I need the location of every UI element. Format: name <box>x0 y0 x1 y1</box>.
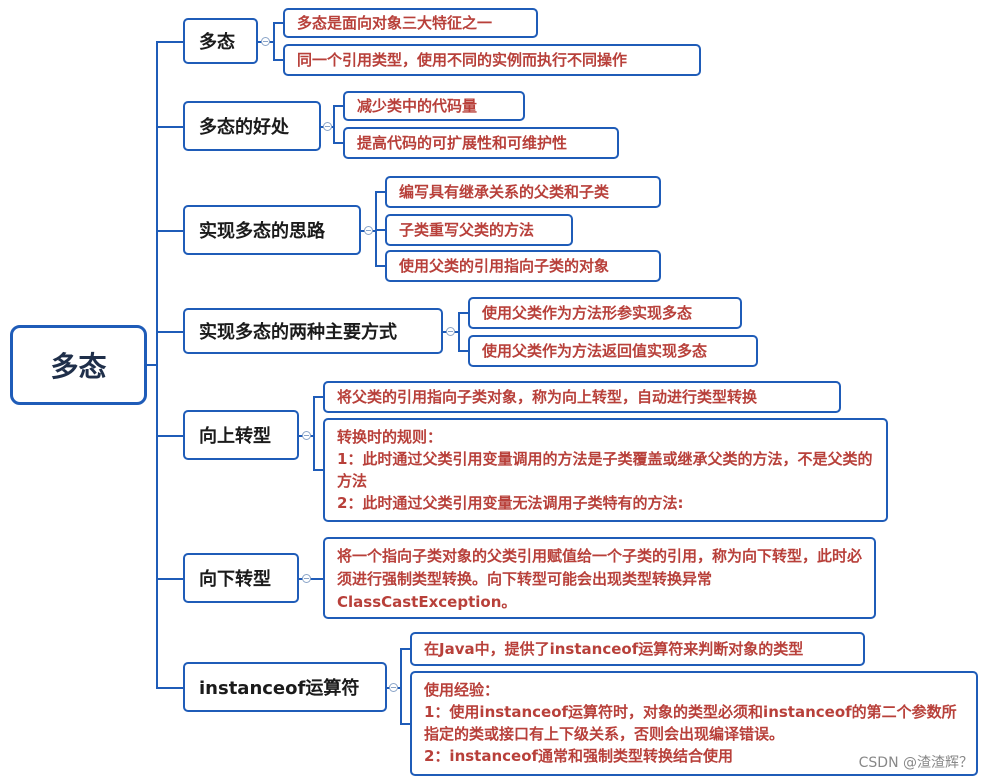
leaf-line: 使用经验： <box>424 681 500 699</box>
connector <box>156 126 183 128</box>
trunk-line <box>156 41 158 688</box>
leaf-node[interactable]: 将一个指向子类对象的父类引用赋值给一个子类的引用，称为向下转型，此时必须进行强制… <box>323 537 876 619</box>
connector <box>156 41 183 43</box>
collapse-icon[interactable] <box>446 327 455 336</box>
node-polymorphism[interactable]: 多态 <box>183 18 258 64</box>
connector <box>147 364 157 366</box>
collapse-icon[interactable] <box>389 683 398 692</box>
leaf-node[interactable]: 减少类中的代码量 <box>343 91 525 121</box>
leaf-node[interactable]: 提高代码的可扩展性和可维护性 <box>343 127 619 159</box>
node-upcasting[interactable]: 向上转型 <box>183 410 299 460</box>
leaf-node[interactable]: 在Java中，提供了instanceof运算符来判断对象的类型 <box>410 632 865 666</box>
leaf-node[interactable]: 同一个引用类型，使用不同的实例而执行不同操作 <box>283 44 701 76</box>
connector <box>156 687 183 689</box>
leaf-node-rules[interactable]: 转换时的规则： 1：此时通过父类引用变量调用的方法是子类覆盖或继承父类的方法，不… <box>323 418 888 522</box>
leaf-line: 1：此时通过父类引用变量调用的方法是子类覆盖或继承父类的方法，不是父类的方法 <box>337 450 873 490</box>
connector <box>156 331 183 333</box>
leaf-node[interactable]: 多态是面向对象三大特征之一 <box>283 8 538 38</box>
node-two-ways[interactable]: 实现多态的两种主要方式 <box>183 308 443 354</box>
node-instanceof[interactable]: instanceof运算符 <box>183 662 387 712</box>
leaf-line: 转换时的规则： <box>337 428 443 446</box>
connector <box>156 435 183 437</box>
node-downcasting[interactable]: 向下转型 <box>183 553 299 603</box>
collapse-icon[interactable] <box>302 574 311 583</box>
leaf-line: 2：此时通过父类引用变量无法调用子类特有的方法: <box>337 494 684 512</box>
collapse-icon[interactable] <box>364 226 373 235</box>
collapse-icon[interactable] <box>261 37 270 46</box>
leaf-node[interactable]: 使用父类作为方法形参实现多态 <box>468 297 742 329</box>
leaf-node[interactable]: 编写具有继承关系的父类和子类 <box>385 176 661 208</box>
leaf-node[interactable]: 将父类的引用指向子类对象，称为向上转型，自动进行类型转换 <box>323 381 841 413</box>
leaf-line: 1：使用instanceof运算符时，对象的类型必须和instanceof的第二… <box>424 703 957 743</box>
node-benefits[interactable]: 多态的好处 <box>183 101 321 151</box>
leaf-node[interactable]: 使用父类的引用指向子类的对象 <box>385 250 661 282</box>
leaf-node[interactable]: 使用父类作为方法返回值实现多态 <box>468 335 758 367</box>
leaf-line: 2：instanceof通常和强制类型转换结合使用 <box>424 747 734 765</box>
collapse-icon[interactable] <box>302 431 311 440</box>
node-approach[interactable]: 实现多态的思路 <box>183 205 361 255</box>
connector <box>156 578 183 580</box>
leaf-node-experience[interactable]: 使用经验： 1：使用instanceof运算符时，对象的类型必须和instanc… <box>410 671 978 776</box>
root-node[interactable]: 多态 <box>10 325 147 405</box>
connector <box>156 230 183 232</box>
leaf-node[interactable]: 子类重写父类的方法 <box>385 214 573 246</box>
collapse-icon[interactable] <box>323 122 332 131</box>
watermark: CSDN @渣渣辉？ <box>858 755 973 771</box>
